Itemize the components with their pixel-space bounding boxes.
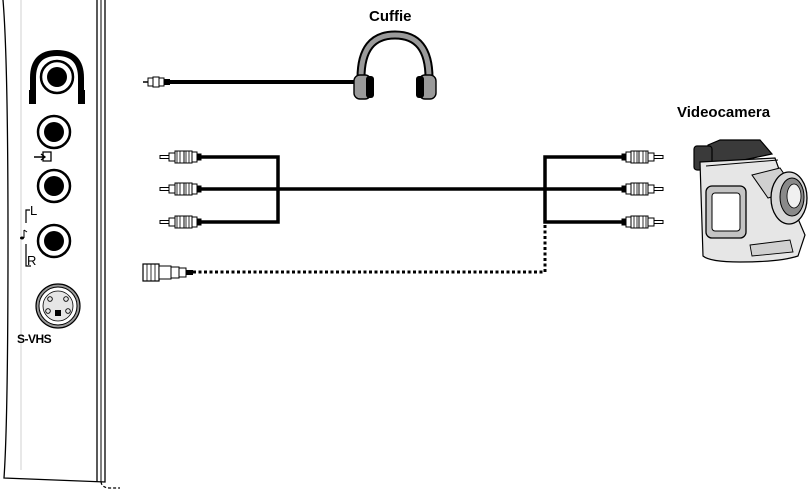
audio-left-jack[interactable] (36, 168, 72, 204)
headphone-cable (143, 76, 363, 88)
audio-right-label: R (27, 253, 37, 268)
rca-plug-right-2 (621, 182, 664, 196)
headphones-picture (353, 30, 437, 100)
audio-right-jack[interactable] (36, 223, 72, 259)
audio-left-label: L (30, 203, 38, 218)
av-cable-bundle (201, 155, 622, 224)
video-jack[interactable] (36, 114, 72, 150)
headphones-icon (29, 49, 85, 104)
music-note-icon (20, 229, 28, 240)
audio-bracket (25, 209, 31, 267)
rca-plug-right-1 (621, 150, 664, 164)
rca-plug-right-3 (621, 215, 664, 229)
headphones-label: Cuffie (369, 8, 412, 25)
right-rca-plugs (621, 150, 664, 229)
rca-plug-left-1 (159, 150, 202, 164)
rca-plug-left-3 (159, 215, 202, 229)
camcorder-picture (693, 139, 808, 263)
camcorder-label: Videocamera (677, 104, 771, 121)
av-input-icon (34, 151, 52, 162)
svhs-cable (142, 224, 547, 282)
svhs-connector-icon[interactable] (35, 283, 81, 329)
headphone-jack[interactable] (39, 59, 75, 95)
left-rca-plugs (159, 150, 202, 229)
rca-plug-left-2 (159, 182, 202, 196)
svhs-label: S-VHS (17, 332, 52, 346)
